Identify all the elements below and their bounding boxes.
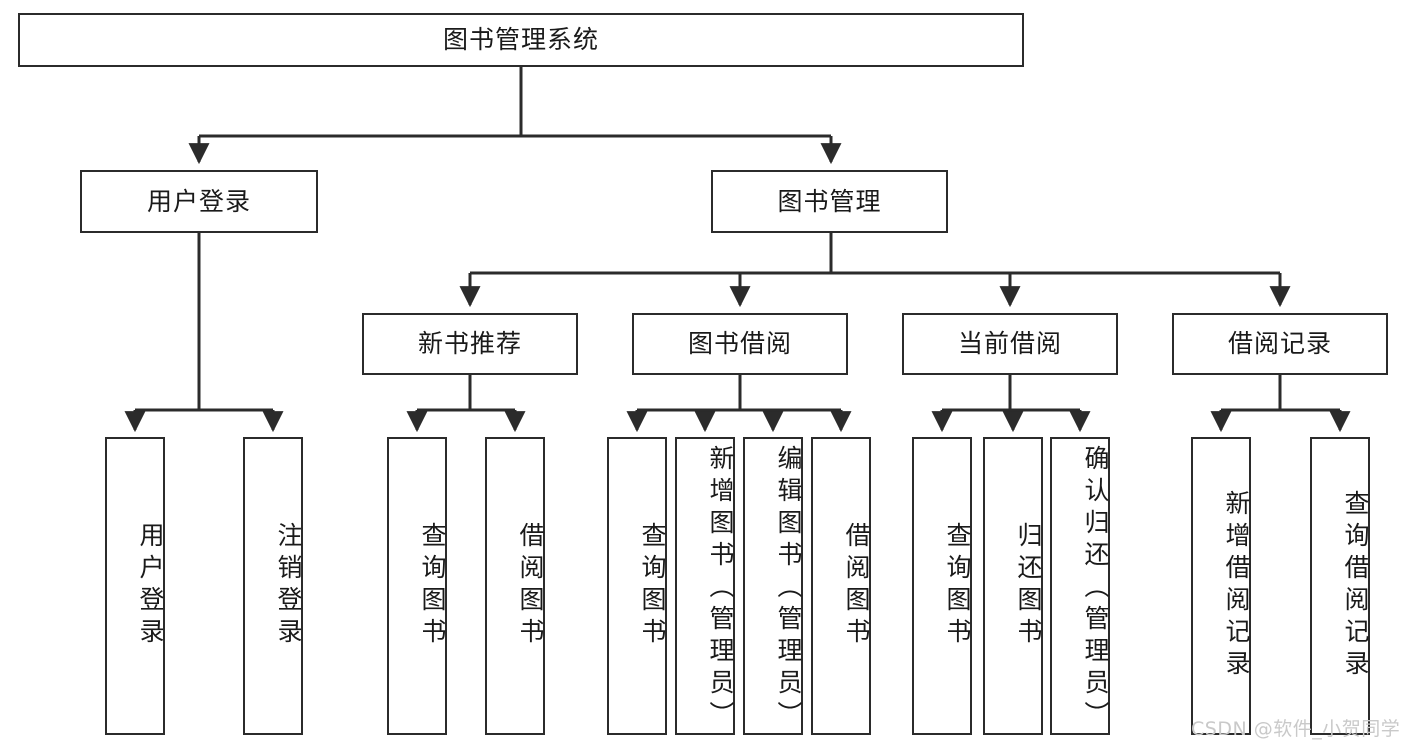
leaf-label: 查询借阅记录 (1341, 490, 1370, 682)
node-new-book-recommend-label: 新书推荐 (417, 329, 522, 359)
leaf-label: 编辑图书（管理员） (774, 445, 803, 733)
leaf-label: 查询图书 (943, 522, 972, 650)
leaf-query-book-current[interactable]: 查询图书 (912, 437, 972, 735)
leaf-label: 查询图书 (638, 522, 667, 650)
watermark: CSDN @软件_小贺同学 (1191, 718, 1401, 740)
node-user-login[interactable]: 用户登录 (80, 170, 318, 233)
leaf-logout[interactable]: 注销登录 (243, 437, 303, 735)
leaf-label: 确认归还（管理员） (1081, 445, 1110, 733)
leaf-label: 查询图书 (418, 522, 447, 650)
node-book-management[interactable]: 图书管理 (711, 170, 948, 233)
node-book-management-label: 图书管理 (777, 186, 882, 216)
leaf-confirm-return-admin[interactable]: 确认归还（管理员） (1050, 437, 1110, 735)
node-user-login-label: 用户登录 (146, 186, 251, 216)
leaf-edit-book-admin[interactable]: 编辑图书（管理员） (743, 437, 803, 735)
leaf-label: 新增借阅记录 (1222, 490, 1251, 682)
leaf-query-borrow-record[interactable]: 查询借阅记录 (1310, 437, 1370, 735)
leaf-add-book-admin[interactable]: 新增图书（管理员） (675, 437, 735, 735)
leaf-label: 注销登录 (274, 522, 303, 650)
node-root-label: 图书管理系统 (442, 25, 599, 55)
node-book-borrow-label: 图书借阅 (687, 329, 792, 359)
leaf-label: 新增图书（管理员） (706, 445, 735, 733)
node-borrow-record[interactable]: 借阅记录 (1172, 313, 1388, 375)
node-borrow-record-label: 借阅记录 (1227, 329, 1332, 359)
leaf-label: 借阅图书 (516, 522, 545, 650)
node-book-borrow[interactable]: 图书借阅 (632, 313, 848, 375)
node-root[interactable]: 图书管理系统 (18, 13, 1024, 67)
node-current-borrow-label: 当前借阅 (957, 329, 1062, 359)
leaf-borrow-book[interactable]: 借阅图书 (811, 437, 871, 735)
leaf-label: 用户登录 (136, 522, 165, 650)
leaf-label: 归还图书 (1014, 522, 1043, 650)
leaf-add-borrow-record[interactable]: 新增借阅记录 (1191, 437, 1251, 735)
node-current-borrow[interactable]: 当前借阅 (902, 313, 1118, 375)
leaf-query-book-recommend[interactable]: 查询图书 (387, 437, 447, 735)
node-new-book-recommend[interactable]: 新书推荐 (362, 313, 578, 375)
leaf-return-book[interactable]: 归还图书 (983, 437, 1043, 735)
leaf-label: 借阅图书 (842, 522, 871, 650)
leaf-user-login[interactable]: 用户登录 (105, 437, 165, 735)
leaf-borrow-book-recommend[interactable]: 借阅图书 (485, 437, 545, 735)
leaf-query-book-borrow[interactable]: 查询图书 (607, 437, 667, 735)
